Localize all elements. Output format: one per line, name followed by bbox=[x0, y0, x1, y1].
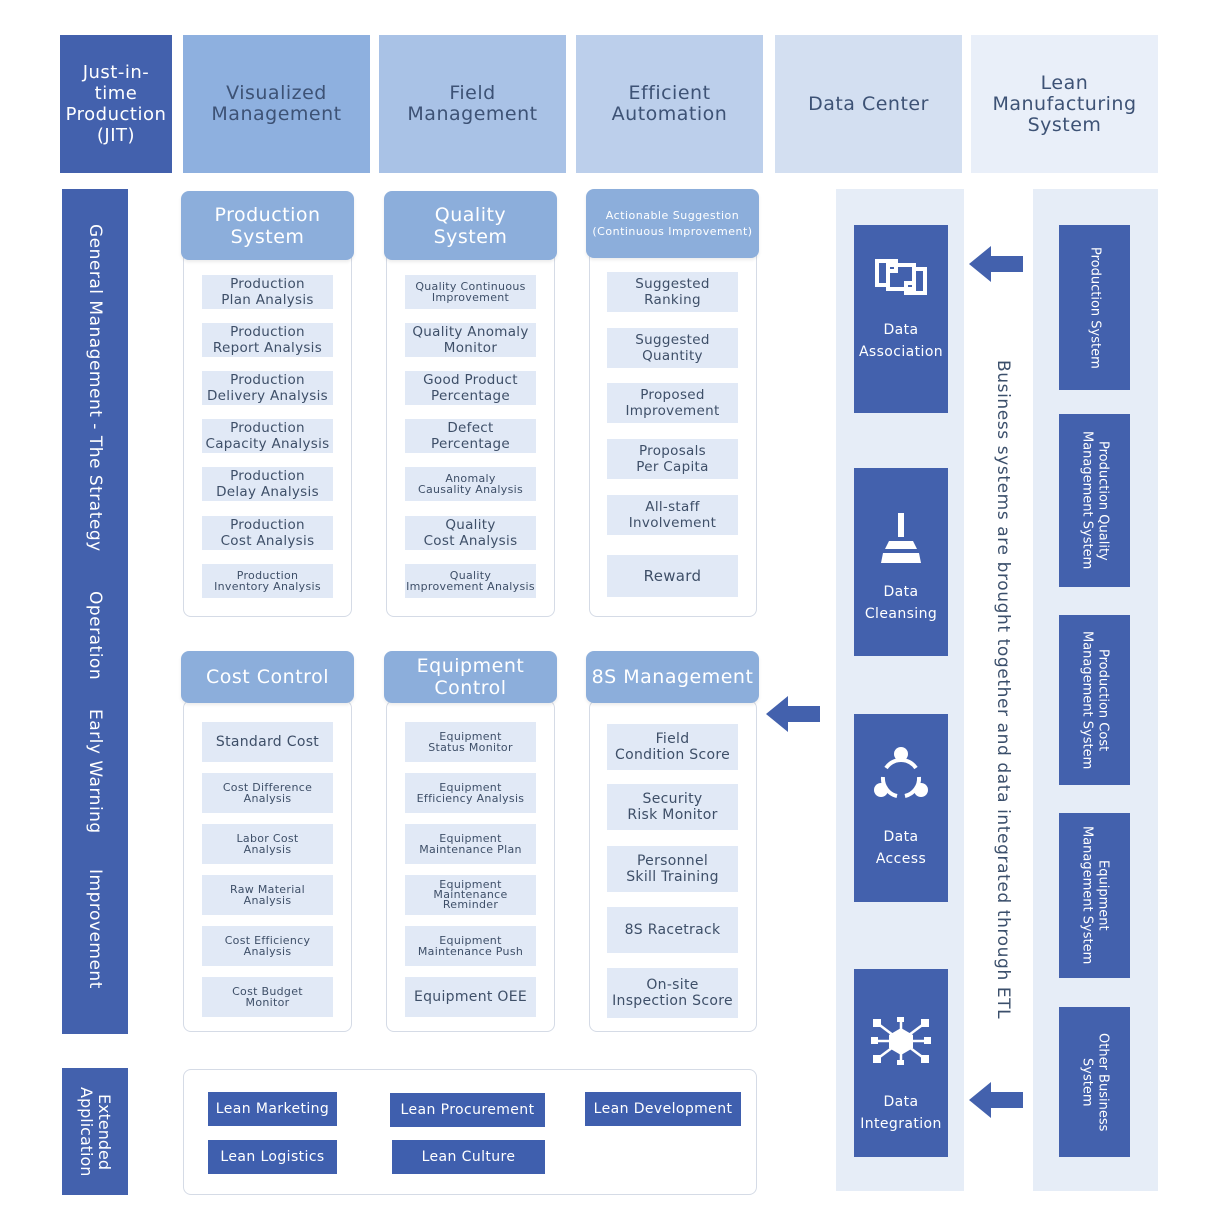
suggestion-item: Suggested Quantity bbox=[607, 328, 738, 368]
header-lean-manufacturing: Lean Manufacturing System bbox=[971, 35, 1158, 173]
broom-icon bbox=[881, 513, 921, 563]
quality-item: Quality Improvement Analysis bbox=[405, 564, 536, 598]
strategy-label: General Management - The Strategy bbox=[85, 224, 105, 552]
data-association-card: Data Association bbox=[854, 225, 948, 413]
suggestion-item: Proposed Improvement bbox=[607, 383, 738, 423]
production-system-title: Production System bbox=[181, 191, 354, 260]
extended-application-label: Extended Application bbox=[62, 1068, 128, 1195]
lean-procurement-item: Lean Procurement bbox=[390, 1093, 545, 1127]
lean-development-item: Lean Development bbox=[585, 1092, 741, 1126]
system-equipment: Equipment Management System bbox=[1059, 813, 1130, 978]
data-cleansing-card: Data Cleansing bbox=[854, 468, 948, 656]
cost-item: Raw Material Analysis bbox=[202, 875, 333, 915]
header-jit: Just-in- time Production (JIT) bbox=[60, 35, 172, 173]
cost-control-title: Cost Control bbox=[181, 651, 354, 703]
etl-description: Business systems are brought together an… bbox=[993, 360, 1013, 1020]
production-item: Production Delivery Analysis bbox=[202, 371, 333, 405]
system-production: Production System bbox=[1059, 225, 1130, 390]
suggestion-item: Suggested Ranking bbox=[607, 272, 738, 312]
suggestion-title: Actionable Suggestion (Continuous Improv… bbox=[586, 189, 759, 258]
quality-system-title: Quality System bbox=[384, 191, 557, 260]
system-production-quality: Production Quality Management System bbox=[1059, 414, 1130, 587]
cost-item: Labor Cost Analysis bbox=[202, 824, 333, 864]
quality-item: Quality Continuous Improvement bbox=[405, 275, 536, 309]
quality-item: Quality Cost Analysis bbox=[405, 516, 536, 550]
extended-application-panel bbox=[183, 1069, 757, 1195]
header-field-management: Field Management bbox=[379, 35, 566, 173]
production-item: Production Inventory Analysis bbox=[202, 564, 333, 598]
quality-item: Good Product Percentage bbox=[405, 371, 536, 405]
equipment-item: Equipment OEE bbox=[405, 977, 536, 1017]
production-item: Production Delay Analysis bbox=[202, 467, 333, 501]
early-warning-label: Early Warning bbox=[85, 709, 105, 834]
8s-item: 8S Racetrack bbox=[607, 907, 738, 953]
8s-item: On-site Inspection Score bbox=[607, 968, 738, 1018]
improvement-label: Improvement bbox=[85, 869, 105, 989]
production-item: Production Report Analysis bbox=[202, 323, 333, 357]
system-production-cost: Production Cost Management System bbox=[1059, 615, 1130, 785]
production-item: Production Cost Analysis bbox=[202, 516, 333, 550]
equipment-item: Equipment Maintenance Reminder bbox=[405, 875, 536, 915]
8s-item: Security Risk Monitor bbox=[607, 784, 738, 830]
operation-label: Operation bbox=[85, 591, 105, 681]
arrow-left-icon bbox=[766, 696, 820, 732]
cost-item: Cost Difference Analysis bbox=[202, 773, 333, 813]
header-visualized-management: Visualized Management bbox=[183, 35, 370, 173]
cost-item: Standard Cost bbox=[202, 722, 333, 762]
quality-item: Defect Percentage bbox=[405, 419, 536, 453]
equipment-control-title: Equipment Control bbox=[384, 651, 557, 703]
data-association-label: Data Association bbox=[858, 322, 944, 360]
data-access-label: Data Access bbox=[875, 829, 927, 867]
production-item: Production Capacity Analysis bbox=[202, 419, 333, 453]
8s-management-title: 8S Management bbox=[586, 651, 759, 703]
system-other-business: Other Business System bbox=[1059, 1007, 1130, 1157]
8s-item: Personnel Skill Training bbox=[607, 846, 738, 892]
header-efficient-automation: Efficient Automation bbox=[576, 35, 763, 173]
production-item: Production Plan Analysis bbox=[202, 275, 333, 309]
data-integration-icon bbox=[871, 1017, 931, 1065]
lean-marketing-item: Lean Marketing bbox=[208, 1092, 337, 1126]
quality-item: Anomaly Causality Analysis bbox=[405, 467, 536, 501]
data-integration-card: Data Integration bbox=[854, 969, 948, 1157]
arrow-left-icon bbox=[969, 1082, 1023, 1118]
quality-item: Quality Anomaly Monitor bbox=[405, 323, 536, 357]
share-network-icon bbox=[874, 747, 928, 798]
8s-item: Field Condition Score bbox=[607, 724, 738, 770]
equipment-item: Equipment Maintenance Plan bbox=[405, 824, 536, 864]
suggestion-item: Reward bbox=[607, 555, 738, 597]
equipment-item: Equipment Status Monitor bbox=[405, 722, 536, 762]
equipment-item: Equipment Maintenance Push bbox=[405, 926, 536, 966]
arrow-left-icon bbox=[969, 246, 1023, 282]
lean-logistics-item: Lean Logistics bbox=[208, 1140, 337, 1174]
data-access-card: Data Access bbox=[854, 714, 948, 902]
data-association-icon bbox=[875, 259, 927, 295]
data-integration-label: Data Integration bbox=[860, 1094, 942, 1132]
cost-item: Cost Budget Monitor bbox=[202, 977, 333, 1017]
data-cleansing-label: Data Cleansing bbox=[864, 584, 938, 622]
suggestion-item: All-staff Involvement bbox=[607, 495, 738, 535]
lean-culture-item: Lean Culture bbox=[392, 1140, 545, 1174]
header-data-center: Data Center bbox=[775, 35, 962, 173]
strategy-bar: General Management - The Strategy Operat… bbox=[62, 189, 128, 1034]
equipment-item: Equipment Efficiency Analysis bbox=[405, 773, 536, 813]
cost-item: Cost Efficiency Analysis bbox=[202, 926, 333, 966]
suggestion-item: Proposals Per Capita bbox=[607, 439, 738, 479]
